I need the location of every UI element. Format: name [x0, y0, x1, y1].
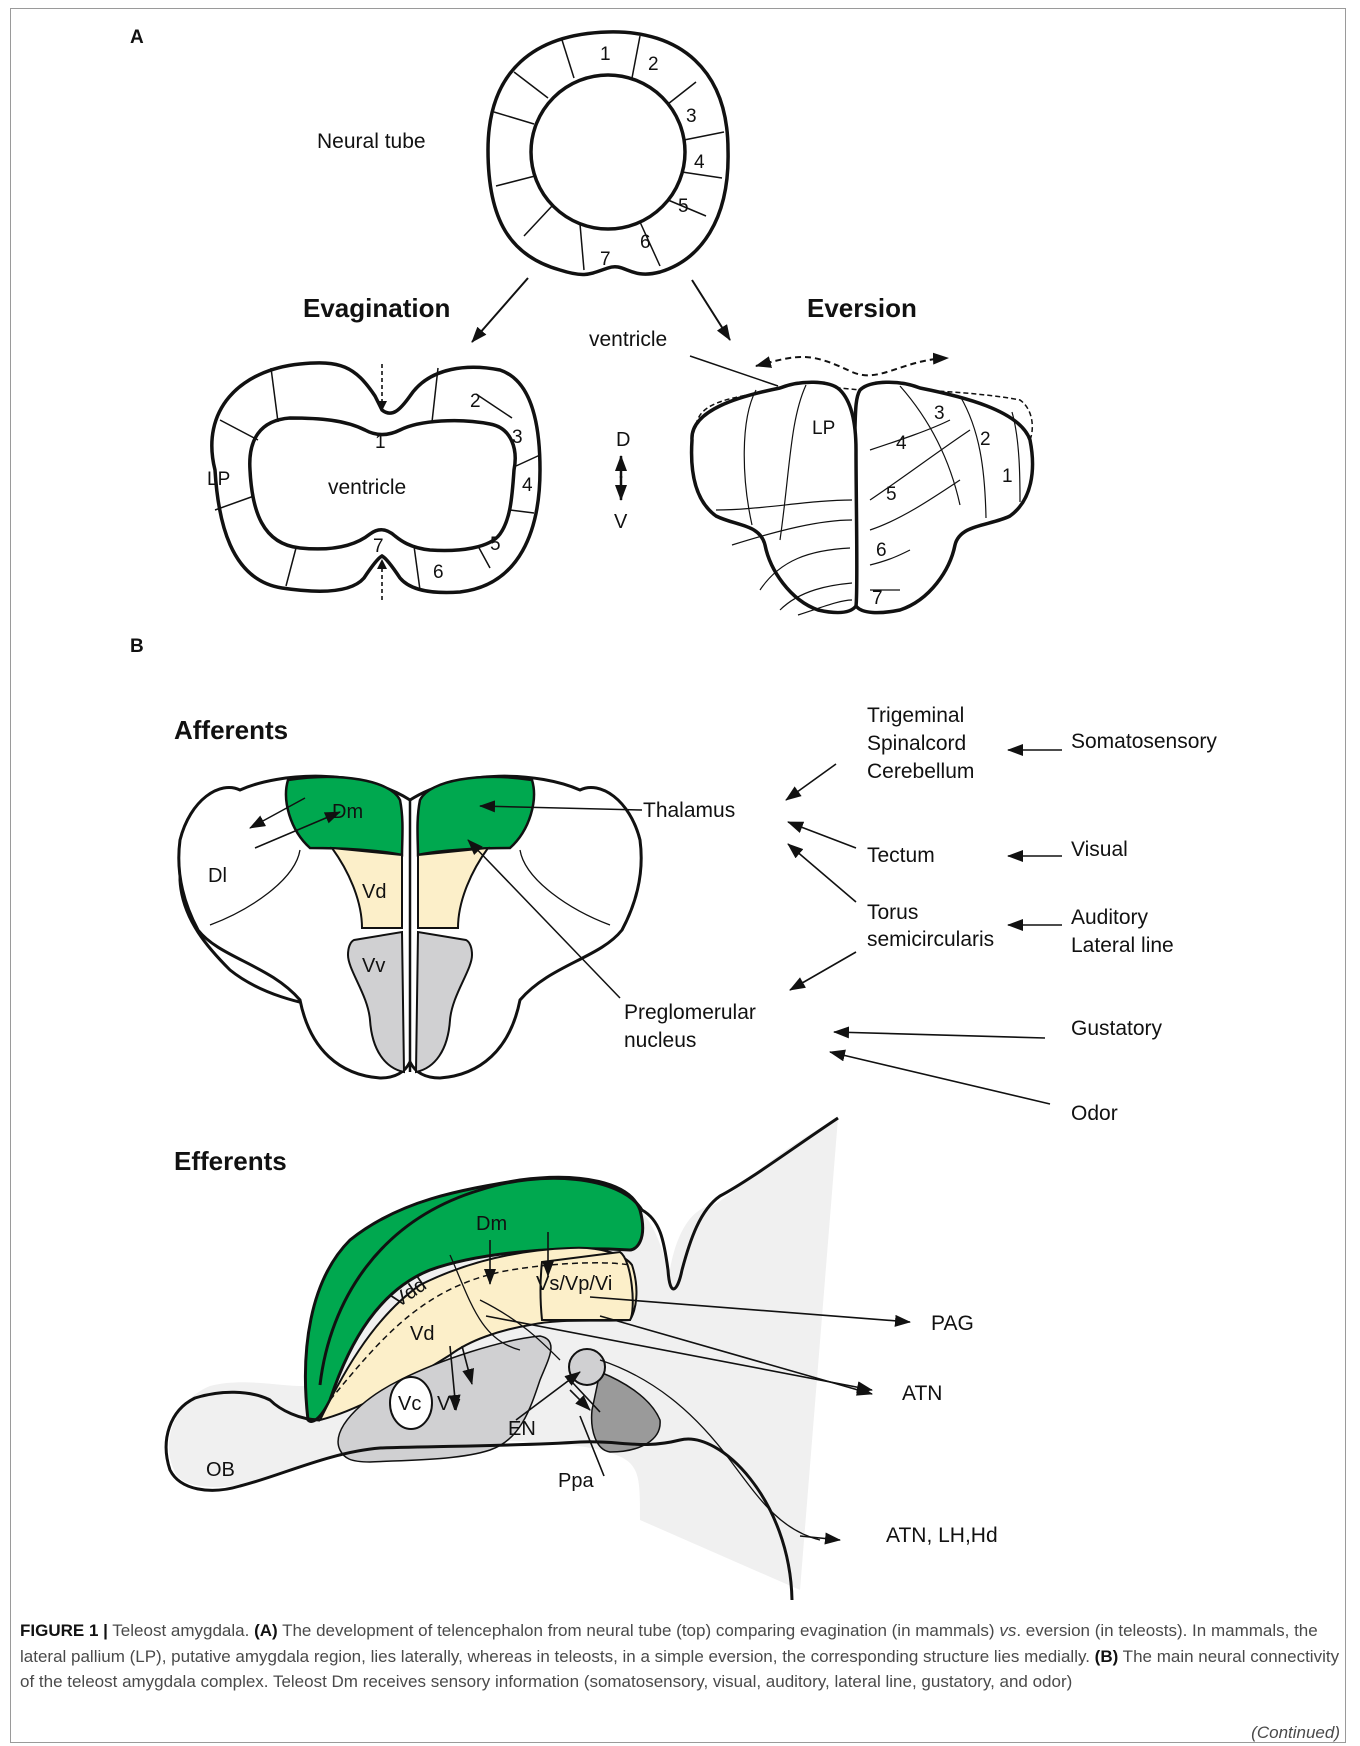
- afferents-brain: [179, 776, 641, 1078]
- lateral-line-label: Lateral line: [1071, 934, 1174, 957]
- caption-title: Teleost amygdala.: [108, 1621, 254, 1640]
- eff-vd-label: Vd: [410, 1323, 434, 1345]
- arrow-to-evagination: [472, 278, 528, 342]
- tube-seg-5: 5: [678, 196, 689, 217]
- eversion-ventricle-label: ventricle: [589, 328, 667, 351]
- pag-label: PAG: [931, 1312, 974, 1335]
- caption-a-text-1: The development of telencephalon from ne…: [278, 1621, 1000, 1640]
- aff-dm-label: Dm: [332, 801, 363, 823]
- caption-vs: vs: [999, 1621, 1016, 1640]
- evag-seg-6: 6: [433, 562, 444, 583]
- tube-seg-3: 3: [686, 106, 697, 127]
- auditory-label: Auditory: [1071, 906, 1149, 929]
- evagination-title: Evagination: [303, 293, 450, 323]
- aff-vv-label: Vv: [362, 955, 385, 977]
- visual-label: Visual: [1071, 838, 1128, 861]
- evag-seg-3: 3: [512, 427, 523, 448]
- tube-seg-2: 2: [648, 54, 659, 75]
- eversion-title: Eversion: [807, 293, 917, 323]
- caption-continued: (Continued): [1251, 1720, 1340, 1746]
- gustatory-label: Gustatory: [1071, 1017, 1163, 1040]
- tube-seg-1: 1: [600, 44, 611, 65]
- eversion-dashed-arrow: [756, 357, 948, 375]
- thalamus-label: Thalamus: [643, 799, 735, 822]
- torus-label-1: Torus: [867, 901, 918, 924]
- tube-seg-6: 6: [640, 232, 651, 253]
- caption-fig-label: FIGURE 1 |: [20, 1621, 108, 1640]
- figure-caption: FIGURE 1 | Teleost amygdala. (A) The dev…: [20, 1618, 1340, 1695]
- caption-a-label: (A): [254, 1621, 278, 1640]
- figure-1-diagram: A 1 2 3 4 5 6 7 Neural tube Evaginati: [0, 0, 1360, 1610]
- panel-a-label: A: [130, 27, 144, 48]
- atn-lh-hd-label: ATN, LH,Hd: [886, 1524, 998, 1547]
- efferents-brain: [166, 1118, 838, 1600]
- ever-seg-1: 1: [1002, 466, 1013, 487]
- eff-dm-label: Dm: [476, 1213, 507, 1235]
- cerebellum-label: Cerebellum: [867, 760, 974, 783]
- spinalcord-label: Spinalcord: [867, 732, 966, 755]
- tube-seg-7: 7: [600, 249, 611, 270]
- trigeminal-label: Trigeminal: [867, 704, 964, 727]
- somatosensory-label: Somatosensory: [1071, 730, 1217, 753]
- ever-seg-3: 3: [934, 403, 945, 424]
- evag-seg-7: 7: [373, 536, 384, 557]
- ever-seg-2: 2: [980, 429, 991, 450]
- neural-tube-label: Neural tube: [317, 130, 426, 153]
- ventricle-pointer: [690, 356, 778, 386]
- ever-seg-6: 6: [876, 540, 887, 561]
- eff-en-label: EN: [508, 1418, 536, 1440]
- panel-b-label: B: [130, 636, 144, 657]
- evag-seg-5: 5: [490, 534, 501, 555]
- evag-seg-4: 4: [522, 475, 533, 496]
- eff-ppa-label: Ppa: [558, 1470, 594, 1492]
- afferent-arrows: [786, 750, 1062, 1104]
- aff-vd-label: Vd: [362, 881, 386, 903]
- evag-lp: LP: [207, 469, 230, 490]
- atn-label: ATN: [902, 1382, 942, 1405]
- eversion-diagram: [692, 382, 1033, 615]
- aff-dl-label: Dl: [208, 865, 227, 887]
- neural-tube: [488, 32, 728, 275]
- caption-b-label: (B): [1095, 1647, 1119, 1666]
- evag-seg-2: 2: [470, 391, 481, 412]
- preglomerular-label-2: nucleus: [624, 1029, 696, 1052]
- afferent-sources: Trigeminal Spinalcord Cerebellum Tectum …: [867, 704, 1217, 1125]
- tube-seg-4: 4: [694, 152, 705, 173]
- ever-lp: LP: [812, 418, 835, 439]
- ever-seg-5: 5: [886, 484, 897, 505]
- ever-seg-4: 4: [896, 433, 907, 454]
- eff-vc-label: Vc: [398, 1393, 421, 1415]
- evag-ventricle: ventricle: [328, 476, 406, 499]
- torus-label-2: semicircularis: [867, 928, 994, 951]
- odor-label: Odor: [1071, 1102, 1118, 1125]
- tectum-label: Tectum: [867, 844, 935, 867]
- preglomerular-label-1: Preglomerular: [624, 1001, 756, 1024]
- eff-vv-label: Vv: [437, 1393, 460, 1415]
- eff-vs-label: Vs/Vp/Vi: [536, 1273, 612, 1295]
- afferents-title: Afferents: [174, 715, 288, 745]
- axis-d-label: D: [616, 429, 630, 451]
- axis-v-label: V: [614, 511, 628, 533]
- eff-ob-label: OB: [206, 1459, 235, 1481]
- efferents-title: Efferents: [174, 1146, 287, 1176]
- arrow-to-eversion: [692, 280, 730, 340]
- ever-seg-7: 7: [872, 588, 883, 609]
- evag-seg-1: 1: [375, 432, 386, 453]
